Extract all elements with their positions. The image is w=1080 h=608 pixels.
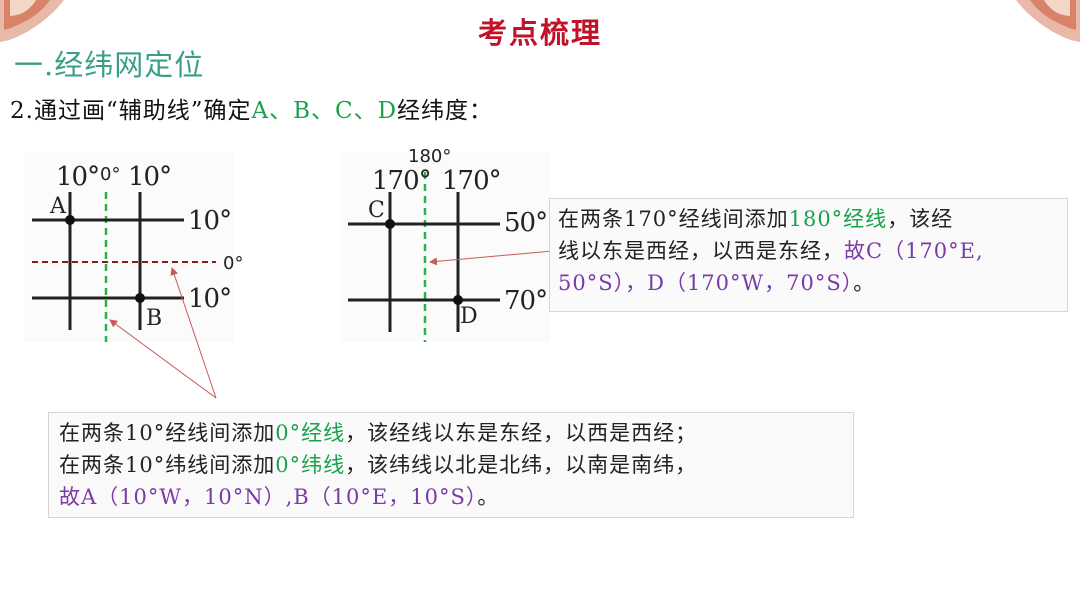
question-text: 2.通过画“辅助线”确定A、B、C、D经纬度： bbox=[10, 91, 493, 125]
callout-bottom-prime-meridian: 0°经线 bbox=[275, 421, 346, 445]
callout-right-answer-c-start: 故C（170°E, bbox=[844, 239, 984, 263]
callout-right-text-2a: 线以东是西经，以西是东经， bbox=[558, 239, 844, 263]
label-point-c: C bbox=[368, 198, 385, 223]
section-heading: 一.经纬网定位 bbox=[14, 48, 205, 82]
callout-right-line-3: 50°S），D（170°W，70°S）。 bbox=[558, 267, 1059, 299]
grid-lines-left bbox=[32, 192, 216, 342]
label-right-middle-0: 0° bbox=[223, 253, 244, 274]
label-top-left-170: 170° bbox=[372, 166, 432, 196]
callout-bottom-line-3: 故A（10°W，10°N）,B（10°E，10°S）。 bbox=[59, 481, 843, 513]
label-point-b: B bbox=[146, 306, 162, 331]
callout-right-text-1a: 在两条170°经线间添加 bbox=[558, 207, 789, 231]
slide-title: 考点梳理 bbox=[477, 16, 602, 50]
grid-figure-right: 180° 170° 170° 50° 70° C D bbox=[340, 146, 550, 342]
point-d-dot bbox=[453, 295, 463, 305]
label-right-lower-70: 70° bbox=[504, 286, 548, 316]
callout-right-answer-cd: 50°S），D（170°W，70°S） bbox=[558, 271, 854, 295]
callout-bottom-text-1a: 在两条10°经线间添加 bbox=[59, 421, 276, 445]
question-points: A、B、C、D bbox=[251, 98, 398, 124]
label-right-upper-10: 10° bbox=[188, 206, 232, 236]
label-point-d: D bbox=[460, 304, 478, 329]
grid-figure-left: 10° 0° 10° 10° 0° 10° A B bbox=[24, 152, 243, 342]
label-top-right-170: 170° bbox=[442, 166, 502, 196]
corner-flower-decoration-left bbox=[0, 0, 64, 42]
label-top-middle-0: 0° bbox=[100, 164, 121, 185]
label-top-180: 180° bbox=[408, 146, 452, 167]
question-prefix: 2.通过画“辅助线”确定 bbox=[10, 98, 252, 124]
point-b-dot bbox=[135, 293, 145, 303]
callout-bottom-line-2: 在两条10°纬线间添加0°纬线，该纬线以北是北纬，以南是南纬， bbox=[59, 449, 843, 481]
callout-bottom-text-2a: 在两条10°纬线间添加 bbox=[59, 453, 276, 477]
callout-bottom-line-1: 在两条10°经线间添加0°经线，该经线以东是东经，以西是西经； bbox=[59, 417, 843, 449]
corner-flower-decoration-right bbox=[1016, 0, 1080, 42]
callout-right-period: 。 bbox=[853, 271, 876, 295]
callout-bottom-answer-ab: 故A（10°W，10°N）,B（10°E，10°S） bbox=[59, 485, 478, 509]
label-point-a: A bbox=[50, 194, 66, 219]
callout-bottom-equator: 0°纬线 bbox=[275, 453, 346, 477]
callout-bottom-text-2c: ，该纬线以北是北纬，以南是南纬， bbox=[345, 453, 698, 477]
callout-bottom-period: 。 bbox=[477, 485, 500, 509]
point-c-dot bbox=[385, 219, 395, 229]
label-top-left-10: 10° bbox=[56, 162, 100, 192]
question-suffix: 经纬度： bbox=[397, 98, 494, 124]
callout-bottom-explanation: 在两条10°经线间添加0°经线，该经线以东是东经，以西是西经； 在两条10°纬线… bbox=[48, 412, 854, 518]
label-right-lower-10: 10° bbox=[188, 284, 232, 314]
callout-right-text-1c: ，该经 bbox=[887, 207, 954, 231]
callout-right-meridian-180: 180°经线 bbox=[788, 207, 888, 231]
label-top-right-10: 10° bbox=[128, 162, 172, 192]
callout-right-line-1: 在两条170°经线间添加180°经线，该经 bbox=[558, 203, 1059, 235]
callout-bottom-text-1c: ，该经线以东是东经，以西是西经； bbox=[345, 421, 698, 445]
label-right-upper-50: 50° bbox=[504, 208, 548, 238]
point-a-dot bbox=[65, 215, 75, 225]
callout-right-explanation: 在两条170°经线间添加180°经线，该经 线以东是西经，以西是东经，故C（17… bbox=[549, 198, 1068, 312]
callout-right-line-2: 线以东是西经，以西是东经，故C（170°E, bbox=[558, 235, 1059, 267]
